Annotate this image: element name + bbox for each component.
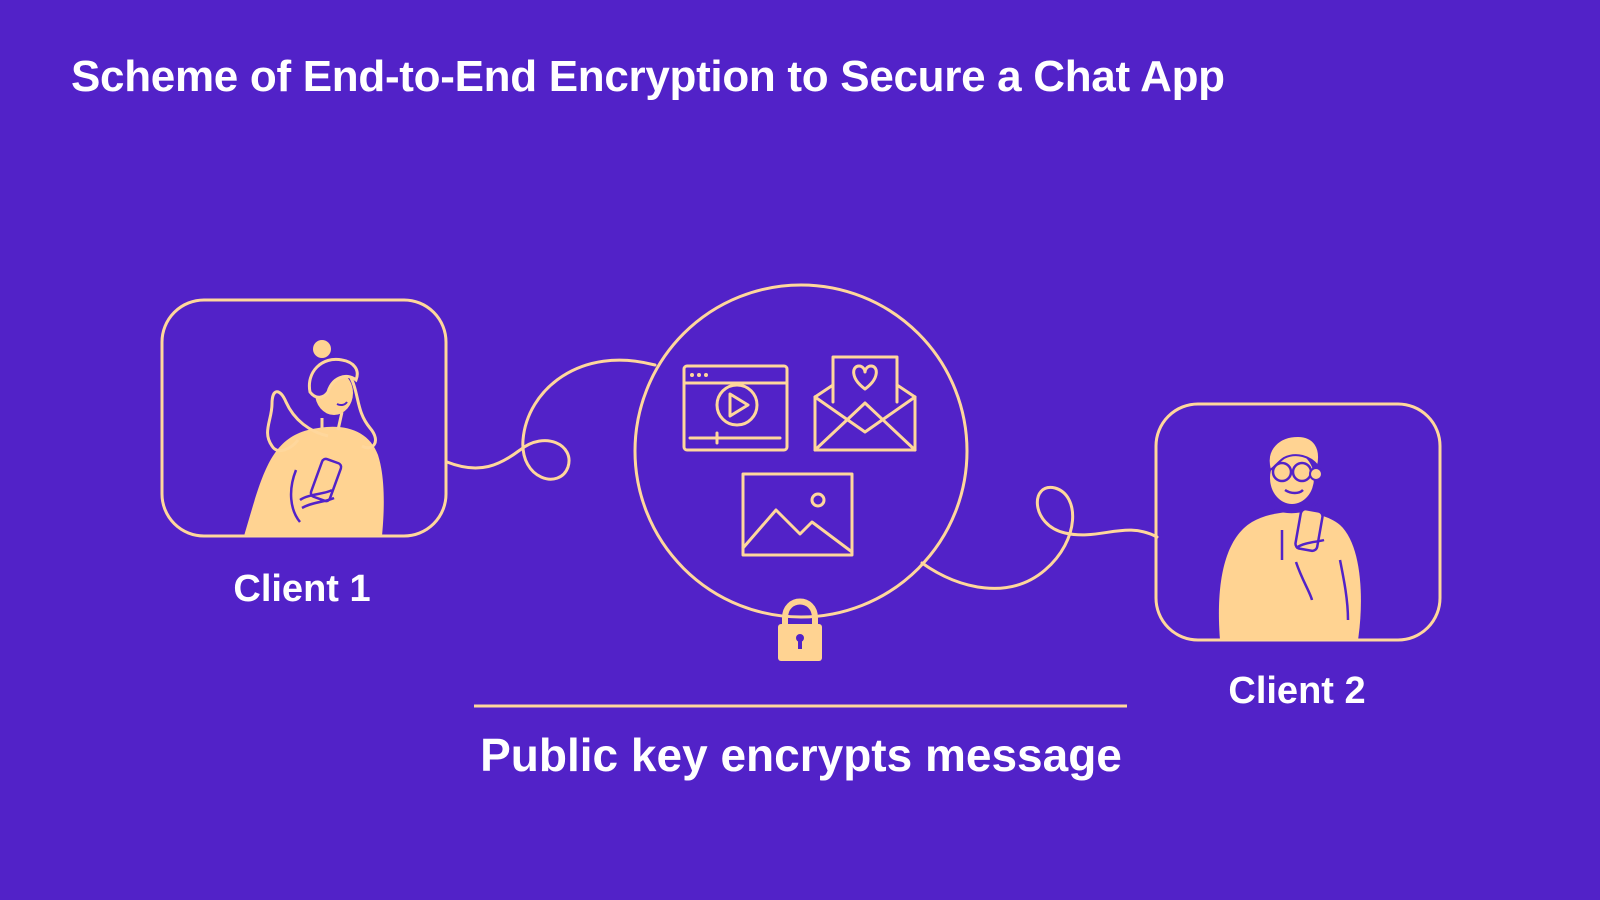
envelope-heart-icon [813,355,917,452]
encryption-caption: Public key encrypts message [480,729,1122,781]
padlock-icon [778,598,822,661]
client-2-label: Client 2 [1228,670,1366,712]
connector-left [445,358,657,481]
client-1-avatar [244,340,384,536]
video-player-icon [682,364,789,452]
image-icon [741,472,854,557]
connector-right [920,486,1159,590]
messages-hub-circle [633,283,969,619]
client-1-label: Client 1 [233,568,371,610]
client-2-avatar [1218,434,1361,640]
diagram-title: Scheme of End-to-End Encryption to Secur… [71,52,1225,101]
